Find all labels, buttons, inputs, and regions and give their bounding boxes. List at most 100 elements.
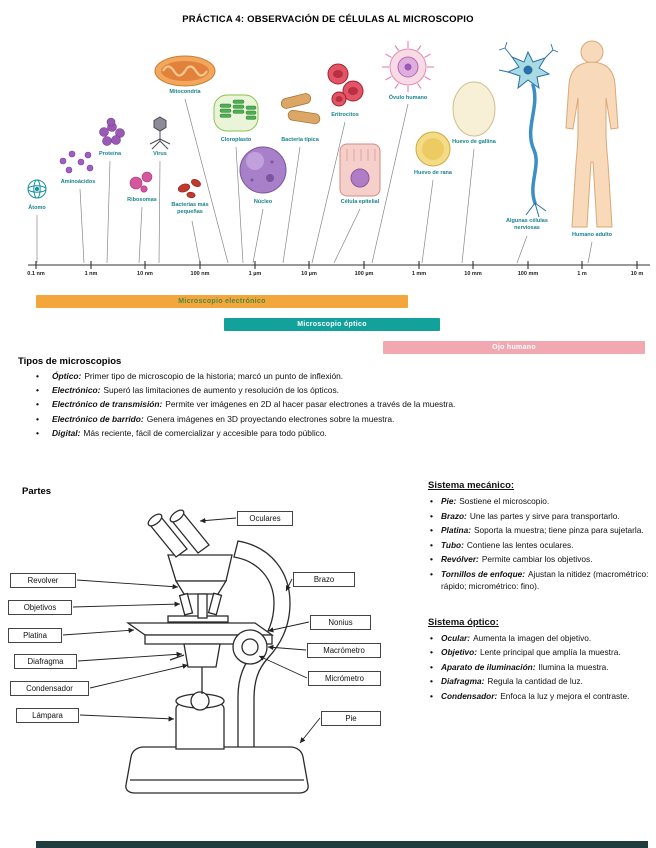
- organism-label-aminoacidos: Aminoácidos: [60, 179, 96, 185]
- description: Aumenta la imagen del objetivo.: [473, 632, 592, 643]
- part-label-brazo: Brazo: [293, 572, 355, 587]
- list-item: Pie:Sostiene el microscopio.: [428, 495, 652, 508]
- term: Revólver:: [441, 554, 479, 564]
- organism-label-eritrocitos: Eritrocitos: [331, 112, 359, 118]
- description: Enfoca la luz y mejora el contraste.: [500, 690, 630, 701]
- bullet: [430, 510, 433, 523]
- organism-label-virus: Virus: [153, 151, 167, 157]
- term: Pie:: [441, 496, 457, 506]
- axis-tick-label: 10 nm: [137, 271, 153, 277]
- axis-tick-label: 1 nm: [84, 271, 98, 277]
- bullet: [430, 539, 433, 552]
- section-heading-sistema-mecanico: Sistema mecánico:: [428, 480, 515, 491]
- frog-egg-icon: [415, 131, 451, 167]
- part-label-diafragma: Diafragma: [14, 654, 77, 669]
- part-label-macrometro: Macrómetro: [307, 643, 381, 658]
- typical-bacteria-icon: [280, 93, 321, 125]
- bullet: [36, 400, 39, 410]
- term: Objetivo:: [441, 647, 477, 657]
- organism-label-atomo: Átomo: [28, 205, 46, 211]
- list-item: Electrónico de transmisión:Permite ver i…: [18, 399, 643, 410]
- term: Ocular:: [441, 632, 471, 643]
- part-label-pie: Pie: [321, 711, 381, 726]
- organism-label-mitocondria: Mitocondria: [169, 89, 201, 95]
- term: Digital:: [52, 428, 81, 439]
- range-bar-label: Ojo humano: [492, 344, 536, 351]
- organism-label-bacteria-tipica: Bacteria típica: [281, 137, 319, 143]
- next-page-edge: [36, 841, 648, 848]
- scale-connector-lines: [36, 98, 593, 264]
- protein-icon: [99, 117, 125, 146]
- part-label-nonius: Nonius: [310, 615, 371, 630]
- description: Soporta la muestra; tiene pinza para suj…: [473, 525, 644, 535]
- list-item: Electrónico:Superó las limitaciones de a…: [18, 385, 643, 396]
- term: Brazo:: [441, 510, 467, 521]
- bullet: [36, 429, 39, 439]
- human-ovum-icon: [382, 41, 434, 92]
- description: Más reciente, fácil de comercializar y a…: [83, 428, 327, 439]
- bullet: [430, 495, 433, 508]
- scale-illustration: [27, 40, 650, 269]
- bullet: [430, 524, 433, 537]
- list-item: Ocular:Aumenta la imagen del objetivo.: [428, 632, 652, 645]
- axis-tick-label: 100 mm: [517, 271, 539, 277]
- bullet: [430, 646, 433, 659]
- virus-icon: [149, 116, 171, 150]
- bullet: [36, 372, 39, 382]
- page-title: PRÁCTICA 4: OBSERVACIÓN DE CÉLULAS AL MI…: [182, 14, 474, 25]
- description: Contiene las lentes oculares.: [466, 539, 574, 550]
- ribosomes-icon: [129, 171, 153, 193]
- description: Permite ver imágenes en 2D al hacer pasa…: [165, 399, 456, 410]
- organism-label-humano-adulto: Humano adulto: [571, 232, 613, 238]
- list-item: Brazo:Une las partes y sirve para transp…: [428, 510, 652, 523]
- part-label-condensador: Condensador: [10, 681, 89, 696]
- list-item: Electrónico de barrido:Genera imágenes e…: [18, 414, 643, 425]
- organism-label-ribosomas: Ribosomas: [127, 197, 157, 203]
- organism-label-celulas-nerviosas: Algunas células nerviosas: [506, 218, 548, 231]
- section-tipos-de-microscopios: Tipos de microscopios Óptico:Primer tipo…: [18, 356, 643, 439]
- bullet: [430, 568, 433, 581]
- organism-label-cloroplasto: Cloroplasto: [220, 137, 252, 143]
- nucleus-icon: [239, 146, 287, 194]
- erythrocytes-icon: [327, 63, 364, 107]
- bullet: [430, 675, 433, 688]
- part-label-lampara: Lámpara: [16, 708, 79, 723]
- part-label-objetivos: Objetivos: [8, 600, 72, 615]
- nerve-cells-icon: [498, 41, 559, 218]
- small-bacteria-icon: [177, 179, 201, 199]
- description: Lente principal que amplía la muestra.: [479, 647, 621, 657]
- list-item: Tornillos de enfoque:Ajustan la nitidez …: [428, 568, 652, 593]
- organism-label-bacterias-mas-pequenas: Bacterias más pequeñas: [171, 202, 209, 215]
- organism-label-ovulo-humano: Óvulo humano: [388, 95, 428, 101]
- axis-tick-label: 10 mm: [464, 271, 482, 277]
- list-item: Óptico:Primer tipo de microscopio de la …: [18, 371, 643, 382]
- range-bar-label: Microscopio electrónico: [178, 298, 266, 305]
- section-heading: Tipos de microscopios: [18, 356, 122, 367]
- organism-label-huevo-de-gallina: Huevo de gallina: [452, 139, 496, 145]
- list-item: Objetivo:Lente principal que amplía la m…: [428, 646, 652, 659]
- systems-column: Sistema mecánico: Pie:Sostiene el micros…: [428, 480, 652, 704]
- part-label-revolver: Revolver: [10, 573, 76, 588]
- organism-label-nucleo: Núcleo: [253, 199, 273, 205]
- axis-tick-label: 10 m: [630, 271, 644, 277]
- mitochondria-icon: [154, 55, 216, 87]
- epithelial-cell-icon: [339, 143, 381, 197]
- scale-axis: [28, 261, 650, 269]
- axis-tick-label: 1 µm: [248, 271, 262, 277]
- axis-tick-label: 1 m: [577, 271, 587, 277]
- term: Aparato de iluminación:: [441, 661, 536, 672]
- axis-tick-label: 100 nm: [190, 271, 210, 277]
- term: Condensador:: [441, 690, 498, 701]
- part-label-platina: Platina: [8, 628, 62, 643]
- term: Tornillos de enfoque:: [441, 568, 526, 579]
- section-heading-sistema-optico: Sistema óptico:: [428, 616, 499, 628]
- part-pointer-lines: [62, 517, 321, 744]
- axis-tick-label: 1 mm: [411, 271, 427, 277]
- description: Ajustan la nitidez (macrométrico: rápido…: [441, 568, 649, 592]
- range-bar-microscopio-optico: Microscopio óptico: [224, 318, 440, 331]
- list-item: Tubo:Contiene las lentes oculares.: [428, 539, 652, 552]
- list-item: Revólver:Permite cambiar los objetivos.: [428, 553, 652, 566]
- bullet: [36, 415, 39, 425]
- part-label-micrometro: Micrómetro: [308, 671, 381, 686]
- term: Tubo:: [441, 539, 464, 550]
